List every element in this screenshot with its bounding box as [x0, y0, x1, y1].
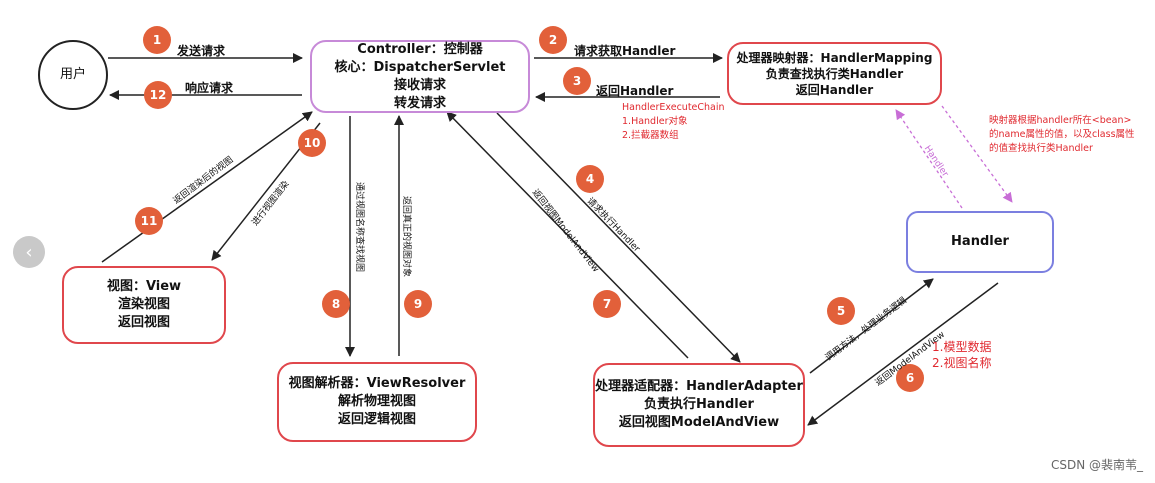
handler-mapping-line-2: 负责查找执行类Handler — [765, 66, 904, 81]
chain-note-line-2: 1.Handler对象 — [622, 116, 688, 127]
step-4-badge: 4 — [576, 165, 604, 193]
user-label: 用户 — [59, 67, 86, 82]
handler-adapter-line-3: 返回视图ModelAndView — [618, 415, 780, 430]
mav-note: 1.模型数据 2.视图名称 — [932, 339, 991, 371]
step-3-badge: 3 — [563, 67, 591, 95]
step-8-badge: 8 — [322, 290, 350, 318]
step-2-badge: 2 — [539, 26, 567, 54]
view-resolver-line-2: 解析物理视图 — [337, 394, 416, 409]
find-view-label: 通过视图名称查找视图 — [354, 182, 364, 273]
arrow-return-mav — [807, 282, 999, 426]
view-resolver-node: 视图解析器：ViewResolver 解析物理视图 返回逻辑视图 — [277, 362, 477, 442]
arrow-return-mav-ctrl — [446, 111, 689, 359]
controller-node: Controller：控制器 核心：DispatcherServlet 接收请求… — [310, 40, 530, 113]
user-node: 用户 — [38, 40, 108, 110]
mav-note-line-2: 2.视图名称 — [932, 356, 992, 370]
arrow-return-rendered — [101, 111, 313, 263]
handler-mapping-node: 处理器映射器：HandlerMapping 负责查找执行类Handler 返回H… — [727, 42, 942, 105]
arrow-call-method — [809, 278, 934, 374]
controller-line-4: 转发请求 — [393, 95, 446, 111]
mapping-note-line-2: 的name属性的值，以及class属性 — [989, 129, 1135, 140]
send-request-label: 发送请求 — [177, 44, 226, 58]
step-6-badge: 6 — [896, 364, 924, 392]
chain-note-line-3: 2.拦截器数组 — [622, 130, 679, 141]
handler-mapping-line-3: 返回Handler — [795, 82, 874, 97]
mav-note-line-1: 1.模型数据 — [932, 340, 992, 354]
get-handler-label: 请求获取Handler — [574, 44, 676, 58]
watermark: CSDN @裴南苇_ — [1050, 458, 1143, 472]
handler-adapter-line-1: 处理器适配器：HandlerAdapter — [595, 379, 803, 394]
step-5-badge: 5 — [827, 297, 855, 325]
chevron-left-icon[interactable]: ‹ — [13, 236, 45, 268]
handler-adapter-line-2: 负责执行Handler — [644, 397, 754, 412]
handler-mapping-line-1: 处理器映射器：HandlerMapping — [736, 50, 933, 65]
controller-line-3: 接收请求 — [393, 77, 446, 93]
response-label: 响应请求 — [185, 81, 234, 95]
handler-label: Handler — [951, 234, 1009, 249]
step-1-badge: 1 — [143, 26, 171, 54]
handler-chain-note: HandlerExecuteChain 1.Handler对象 2.拦截器数组 — [622, 101, 725, 143]
view-line-1: 视图：View — [106, 279, 182, 294]
controller-line-2: 核心：DispatcherServlet — [334, 59, 506, 75]
view-node: 视图：View 渲染视图 返回视图 — [62, 266, 226, 344]
arrow-exec-request — [496, 112, 741, 363]
step-7-badge: 7 — [593, 290, 621, 318]
step-9-badge: 9 — [404, 290, 432, 318]
return-handler-label: 返回Handler — [596, 84, 674, 98]
arrow-handler-up — [895, 109, 963, 209]
chain-note-line-1: HandlerExecuteChain — [622, 102, 725, 113]
step-11-badge: 11 — [135, 207, 163, 235]
view-resolver-line-1: 视图解析器：ViewResolver — [288, 376, 466, 391]
view-resolver-line-3: 返回逻辑视图 — [337, 412, 416, 427]
mapping-note-line-1: 映射器根据handler所在<bean> — [989, 115, 1132, 126]
view-line-3: 返回视图 — [117, 315, 170, 330]
handler-adapter-node: 处理器适配器：HandlerAdapter 负责执行Handler 返回视图Mo… — [593, 363, 805, 447]
handler-node: Handler — [906, 211, 1054, 273]
mapping-note-line-3: 的值查找执行类Handler — [989, 143, 1093, 154]
controller-line-1: Controller：控制器 — [357, 41, 483, 57]
view-line-2: 渲染视图 — [117, 297, 170, 312]
step-10-badge: 10 — [298, 129, 326, 157]
arrow-handler-down — [941, 105, 1013, 203]
step-12-badge: 12 — [144, 81, 172, 109]
mapping-note: 映射器根据handler所在<bean> 的name属性的值，以及class属性… — [989, 114, 1135, 156]
return-view-obj-label: 返回真正的视图对象 — [401, 196, 411, 278]
